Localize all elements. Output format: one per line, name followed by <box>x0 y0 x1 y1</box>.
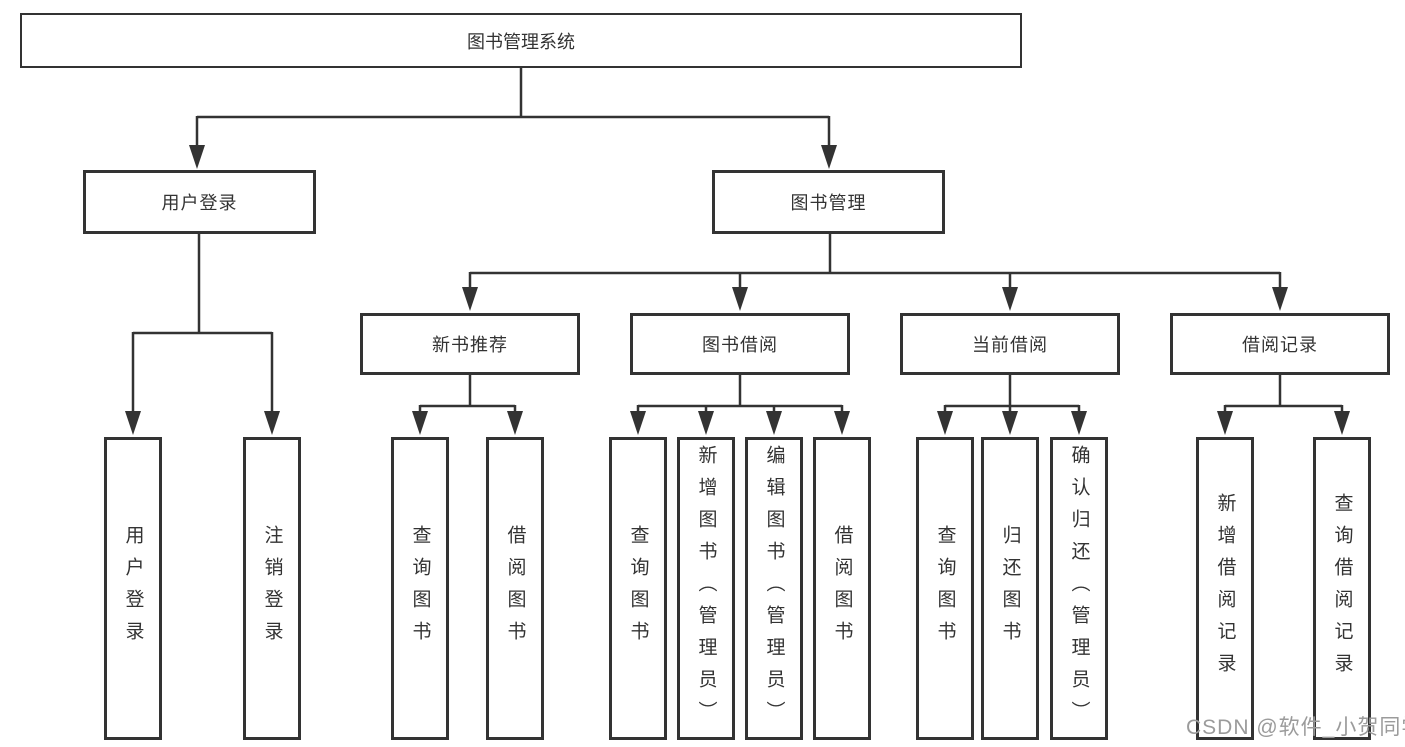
node-book-management-label: 图书管理 <box>790 193 867 213</box>
leaf-return-books-label: 归还图书 <box>999 524 1021 653</box>
node-current-borrow-label: 当前借阅 <box>972 335 1048 355</box>
leaf-logout: 注销登录 <box>243 437 301 740</box>
leaf-recommend-query-books-label: 查询图书 <box>409 524 431 653</box>
node-user-login-label: 用户登录 <box>161 193 238 213</box>
leaf-logout-label: 注销登录 <box>261 524 283 653</box>
leaf-user-login-label: 用户登录 <box>122 524 144 653</box>
leaf-recommend-borrow-books-label: 借阅图书 <box>504 524 526 653</box>
node-borrow-records: 借阅记录 <box>1170 313 1390 375</box>
leaf-confirm-return-admin: 确认归还（管理员） <box>1050 437 1108 740</box>
node-root-label: 图书管理系统 <box>467 31 575 52</box>
node-current-borrow: 当前借阅 <box>900 313 1120 375</box>
node-borrow-records-label: 借阅记录 <box>1242 335 1318 355</box>
node-book-management: 图书管理 <box>712 170 945 234</box>
leaf-confirm-return-admin-label: 确认归还（管理员） <box>1068 444 1090 733</box>
leaf-borrow-books-label: 借阅图书 <box>831 524 853 653</box>
leaf-borrow-books: 借阅图书 <box>813 437 871 740</box>
node-root: 图书管理系统 <box>20 13 1022 68</box>
leaf-current-query-books: 查询图书 <box>916 437 974 740</box>
leaf-recommend-borrow-books: 借阅图书 <box>486 437 544 740</box>
leaf-edit-books-admin: 编辑图书（管理员） <box>745 437 803 740</box>
leaf-return-books: 归还图书 <box>981 437 1039 740</box>
node-new-book-recommend: 新书推荐 <box>360 313 580 375</box>
leaf-borrow-query-books: 查询图书 <box>609 437 667 740</box>
node-new-book-recommend-label: 新书推荐 <box>432 335 508 355</box>
node-book-borrow-label: 图书借阅 <box>702 335 778 355</box>
leaf-query-borrow-record-label: 查询借阅记录 <box>1331 492 1353 685</box>
leaf-recommend-query-books: 查询图书 <box>391 437 449 740</box>
leaf-query-borrow-record: 查询借阅记录 <box>1313 437 1371 740</box>
leaf-add-borrow-record-label: 新增借阅记录 <box>1214 492 1236 685</box>
node-user-login: 用户登录 <box>83 170 316 234</box>
leaf-current-query-books-label: 查询图书 <box>934 524 956 653</box>
leaf-add-borrow-record: 新增借阅记录 <box>1196 437 1254 740</box>
leaf-add-books-admin-label: 新增图书（管理员） <box>695 444 717 733</box>
leaf-user-login: 用户登录 <box>104 437 162 740</box>
leaf-edit-books-admin-label: 编辑图书（管理员） <box>763 444 785 733</box>
leaf-borrow-query-books-label: 查询图书 <box>627 524 649 653</box>
leaf-add-books-admin: 新增图书（管理员） <box>677 437 735 740</box>
node-book-borrow: 图书借阅 <box>630 313 850 375</box>
